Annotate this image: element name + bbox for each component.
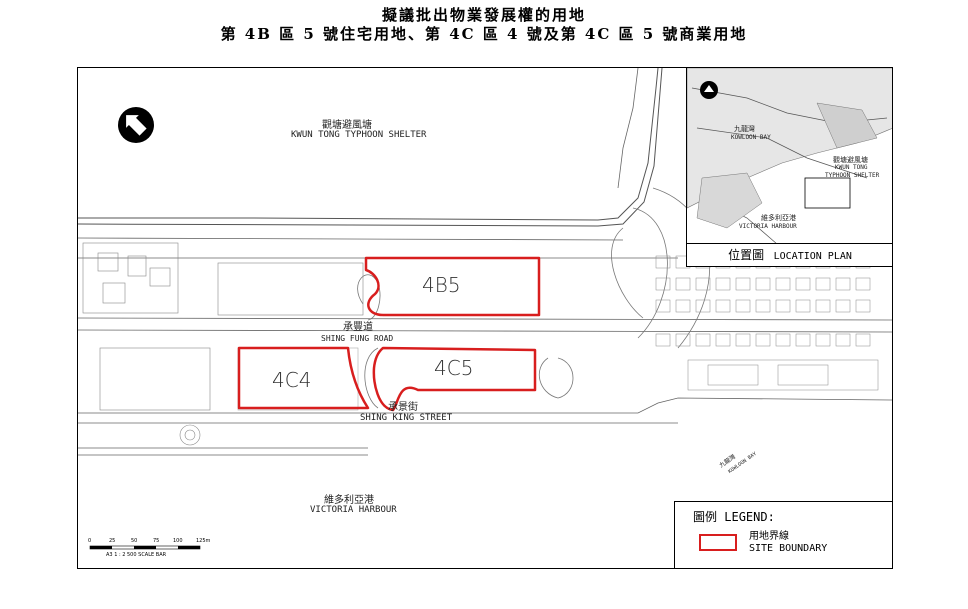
title-line-2: 第 4B 區 5 號住宅用地、第 4C 區 4 號及第 4C 區 5 號商業用地 [220, 25, 748, 43]
legend-title-zh: 圖例 [693, 510, 718, 524]
breakwater [78, 68, 663, 227]
inset-map [687, 68, 892, 245]
left-blocks [82, 242, 364, 446]
location-plan-caption-zh: 位置圖 [728, 248, 765, 262]
scale-caption: A3 1 : 2 500 SCALE BAR [106, 552, 167, 558]
scale-tick-100: 100 [173, 538, 183, 544]
inset-kowloon-bay-en: KOWLOON BAY [731, 134, 771, 141]
road-curves [357, 187, 710, 409]
scale-bar-graphic [89, 545, 201, 550]
site-boundary-4b5 [364, 256, 541, 317]
legend-item-en: SITE BOUNDARY [749, 543, 828, 554]
legend-item-label: 用地界線 SITE BOUNDARY [749, 531, 827, 555]
site-boundary-swatch [699, 534, 737, 551]
inset-harbour-zh: 維多利亞港 [761, 214, 796, 222]
legend-item-zh: 用地界線 [749, 531, 789, 542]
shing-fung-road-en-label: SHING FUNG ROAD [321, 334, 394, 343]
inset-harbour-en: VICTORIA HARBOUR [739, 223, 797, 230]
site-boundary-4c4 [237, 346, 370, 410]
legend-title: 圖例 LEGEND: [693, 508, 775, 525]
inset-shelter-zh: 觀塘避風塘 [833, 156, 868, 164]
victoria-harbour-zh-label: 維多利亞港 [324, 495, 374, 506]
north-arrow-icon [118, 107, 154, 143]
title-block: 擬議批出物業發展權的用地 第 4B 區 5 號住宅用地、第 4C 區 4 號及第… [0, 6, 968, 44]
legend: 圖例 LEGEND: 用地界線 SITE BOUNDARY [674, 501, 892, 568]
inset-kowloon-bay-zh: 九龍灣 [734, 125, 755, 133]
inset-shelter-en-1: KWUN TONG [835, 164, 868, 171]
site-boundary-4c5 [372, 346, 537, 412]
location-plan-caption: 位置圖 LOCATION PLAN [687, 243, 892, 266]
shing-king-street-en-label: SHING KING STREET [360, 413, 453, 423]
shing-fung-road-zh-label: 承豐道 [343, 322, 373, 333]
land-edges [78, 68, 892, 456]
location-plan-caption-en: LOCATION PLAN [773, 251, 852, 262]
scale-tick-50: 50 [131, 538, 138, 544]
map-frame: 觀塘避風塘 KWUN TONG TYPHOON SHELTER 承豐道 SHIN… [77, 67, 893, 569]
scale-tick-0: 0 [88, 538, 92, 544]
shing-king-street-zh-label: 承景街 [388, 402, 418, 413]
site-code-4b5: 4B5 [422, 273, 461, 297]
scale-bar: 0 25 50 75 100 125m A3 1 : 2 500 SCALE B… [88, 538, 228, 562]
legend-title-en: LEGEND: [724, 510, 775, 524]
scale-tick-125: 125m [196, 538, 211, 544]
base-map [78, 68, 892, 550]
victoria-harbour-en-label: VICTORIA HARBOUR [310, 505, 397, 515]
scale-tick-75: 75 [153, 538, 160, 544]
site-code-4c5: 4C5 [434, 356, 474, 380]
title-line-1: 擬議批出物業發展權的用地 [381, 6, 586, 24]
scale-tick-25: 25 [109, 538, 116, 544]
location-plan-inset: 九龍灣 KOWLOON BAY 觀塘避風塘 KWUN TONG TYPHOON … [686, 68, 892, 267]
kwun-tong-shelter-zh-label: 觀塘避風塘 [322, 120, 372, 131]
site-boundaries [237, 256, 541, 412]
right-grid [655, 255, 879, 391]
site-code-4c4: 4C4 [272, 368, 312, 392]
kwun-tong-shelter-en-label: KWUN TONG TYPHOON SHELTER [291, 130, 427, 140]
inset-shelter-en-2: TYPHOON SHELTER [825, 172, 880, 179]
